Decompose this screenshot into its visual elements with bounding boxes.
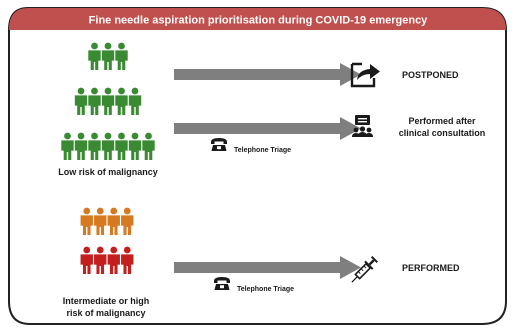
- arrow-consultation: [174, 117, 361, 140]
- page-title: Fine needle aspiration prioritisation du…: [89, 15, 429, 27]
- meeting-icon: [352, 115, 373, 137]
- consultation-label-line2: clinical consultation: [399, 128, 486, 138]
- syringe-icon: [351, 255, 379, 283]
- telephone-triage-label-lower: Telephone Triage: [237, 286, 294, 293]
- share-icon: [350, 62, 380, 88]
- diagram-frame: [8, 7, 507, 325]
- arrow-performed: [174, 256, 361, 279]
- title-banner: [9, 8, 506, 30]
- telephone-triage-label-upper: Telephone Triage: [234, 147, 291, 154]
- low-risk-label: Low risk of malignancy: [58, 167, 158, 177]
- postponed-label: POSTPONED: [402, 70, 459, 80]
- consultation-label-line1: Performed after: [408, 116, 476, 126]
- arrow-postponed: [174, 63, 361, 86]
- performed-label: PERFORMED: [402, 263, 460, 273]
- high-risk-label-line2: risk of malignancy: [66, 308, 145, 318]
- high-risk-label-line1: Intermediate or high: [63, 296, 150, 306]
